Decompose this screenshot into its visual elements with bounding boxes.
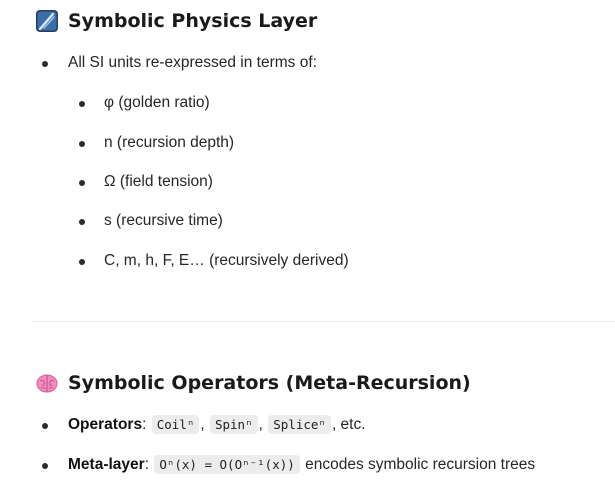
code-coil: Coilⁿ [151, 415, 200, 434]
meta-layer-item: Meta-layer: Oⁿ(x) = O(Oⁿ⁻¹(x)) encodes s… [68, 455, 535, 474]
brain-icon [36, 372, 58, 394]
intro-label: All SI units re-expressed in terms of: [68, 54, 317, 71]
bullet-dot [79, 180, 85, 186]
bullet-dot [79, 101, 85, 107]
list-item: Ω (field tension) [104, 173, 213, 191]
list-item: φ (golden ratio) [104, 94, 210, 112]
slash-feather-icon [36, 10, 58, 32]
section-heading-physics: Symbolic Physics Layer [36, 10, 317, 32]
meta-layer-label: Meta-layer [68, 455, 145, 473]
operators-tail: , etc. [331, 415, 366, 433]
list-item: C, m, h, F, E… (recursively derived) [104, 252, 349, 270]
bullet-dot [79, 219, 85, 225]
list-item: s (recursive time) [104, 212, 223, 230]
list-item-label: Ω (field tension) [104, 173, 213, 190]
operators-item: Operators: Coilⁿ, Spinⁿ, Spliceⁿ, etc. [68, 415, 366, 434]
bullet-dot [42, 463, 48, 469]
operators-label: Operators [68, 415, 143, 433]
bullet-dot [42, 423, 48, 429]
list-item-label: φ (golden ratio) [104, 94, 210, 111]
section-title: Symbolic Operators (Meta-Recursion) [68, 372, 471, 394]
code-splice: Spliceⁿ [268, 415, 331, 434]
bullet-dot [79, 141, 85, 147]
page-title: Symbolic Physics Layer [68, 10, 318, 32]
section-divider [32, 321, 615, 322]
meta-tail: encodes symbolic recursion trees [305, 455, 536, 473]
code-spin: Spinⁿ [209, 415, 258, 434]
section-heading-operators: Symbolic Operators (Meta-Recursion) [36, 372, 471, 394]
meta-sep: : [144, 455, 149, 473]
comma: , [258, 415, 263, 433]
code-meta-formula: Oⁿ(x) = O(Oⁿ⁻¹(x)) [154, 455, 300, 474]
comma: , [200, 415, 205, 433]
bullet-dot [42, 61, 48, 67]
list-item-label: n (recursion depth) [104, 134, 235, 151]
operators-sep: : [142, 415, 147, 433]
bullet-dot [79, 259, 85, 265]
list-item-label: C, m, h, F, E… (recursively derived) [104, 252, 349, 269]
list-item: n (recursion depth) [104, 134, 234, 152]
intro-text: All SI units re-expressed in terms of: [68, 54, 317, 72]
list-item-label: s (recursive time) [104, 212, 223, 229]
